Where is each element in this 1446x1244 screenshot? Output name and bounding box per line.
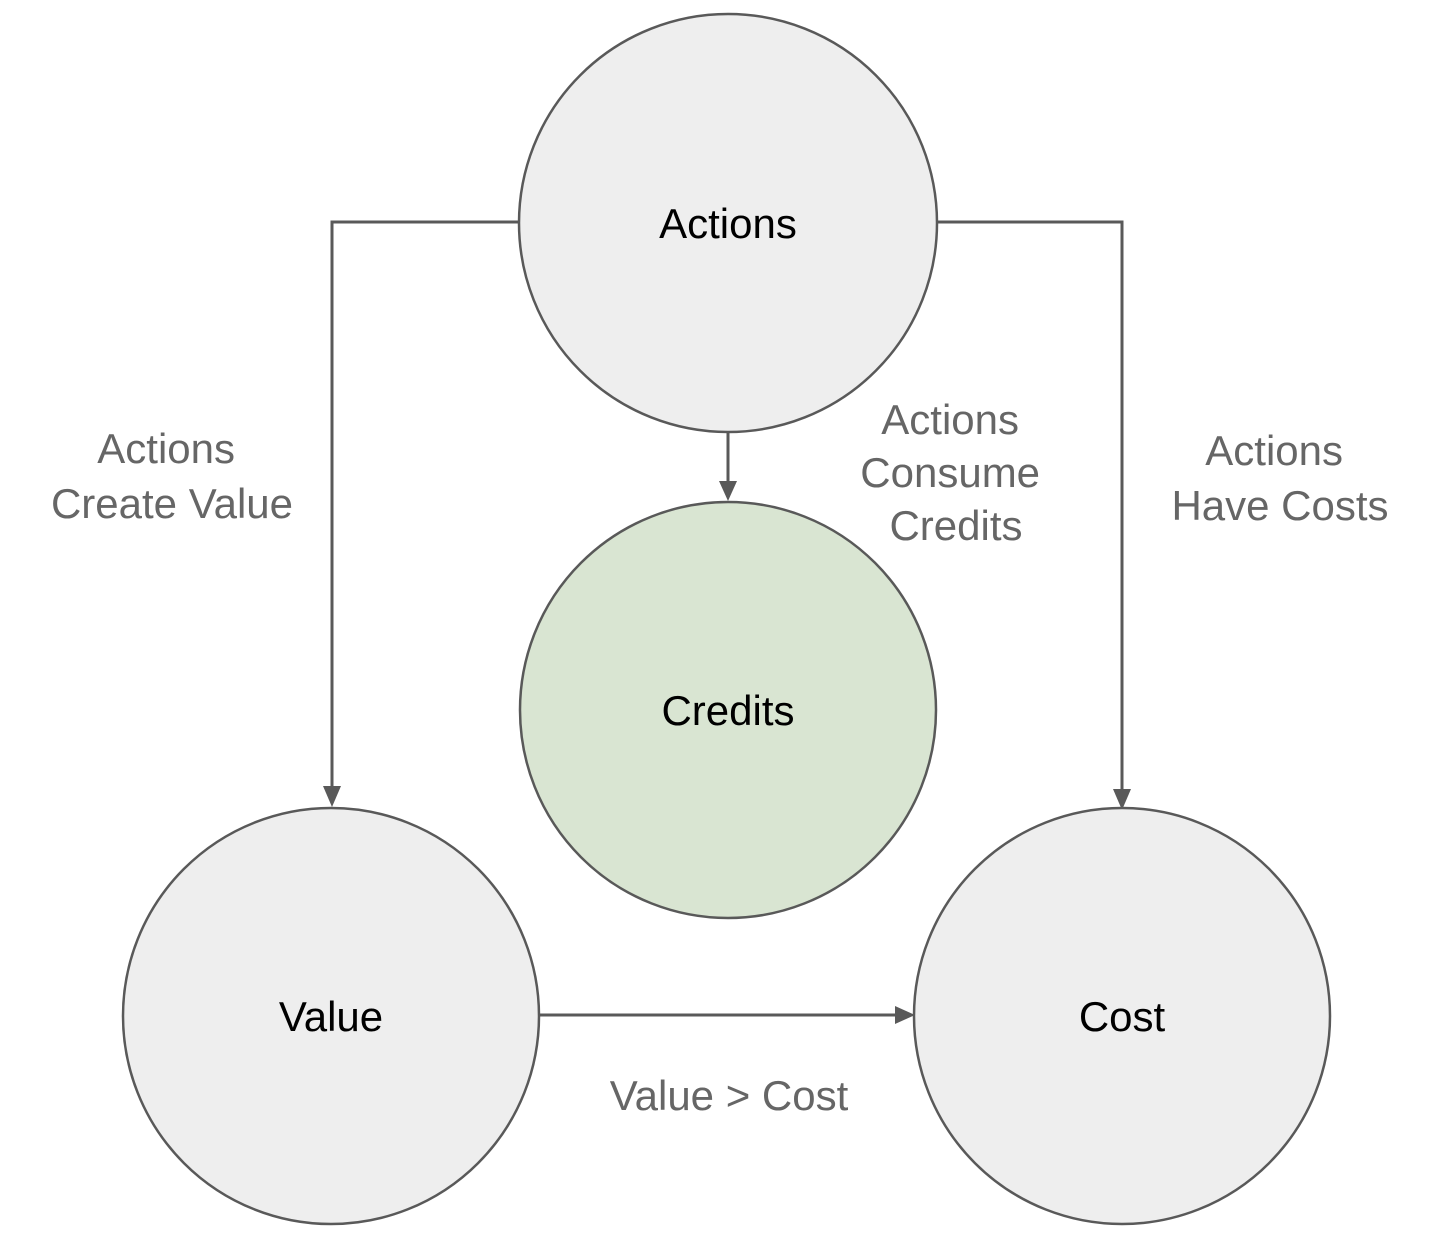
- arrowhead-down-icon: [1113, 789, 1131, 810]
- edge-label-actions-create-value: Actions Create Value: [51, 425, 293, 527]
- edge-value-to-cost: [539, 1006, 915, 1024]
- edge-actions-to-value: [323, 220, 519, 807]
- edge-label-line: Actions: [1205, 427, 1343, 474]
- edge-actions-to-cost-line: [937, 220, 1124, 790]
- edge-label-line: Actions: [97, 425, 235, 472]
- edge-actions-to-credits: [719, 433, 737, 501]
- edge-label-actions-consume-credits: Actions Consume Credits: [860, 396, 1051, 549]
- edge-actions-to-value-line: [330, 220, 519, 787]
- edge-label-actions-have-costs: Actions Have Costs: [1171, 427, 1388, 529]
- node-value: Value: [121, 806, 541, 1226]
- node-value-label: Value: [279, 993, 383, 1040]
- node-credits-label: Credits: [661, 687, 794, 734]
- edge-actions-to-cost: [937, 220, 1131, 810]
- node-cost-circle: [912, 806, 1332, 1226]
- node-actions-circle: [517, 12, 939, 434]
- edge-label-line: Actions: [881, 396, 1019, 443]
- node-cost: Cost: [912, 806, 1332, 1226]
- node-credits-circle: [518, 500, 938, 920]
- edge-label-line: Have Costs: [1171, 482, 1388, 529]
- edge-label-line: Consume: [860, 449, 1040, 496]
- node-value-circle: [121, 806, 541, 1226]
- node-actions: Actions: [517, 12, 939, 434]
- arrowhead-down-icon: [323, 786, 341, 807]
- edge-label-line: Value > Cost: [610, 1072, 849, 1119]
- arrowhead-right-icon: [895, 1006, 915, 1024]
- node-credits: Credits: [518, 500, 938, 920]
- arrowhead-down-icon: [719, 481, 737, 501]
- edge-label-value-gt-cost: Value > Cost: [610, 1072, 849, 1119]
- node-actions-label: Actions: [659, 200, 797, 247]
- edge-label-line: Credits: [889, 502, 1022, 549]
- edge-label-line: Create Value: [51, 480, 293, 527]
- node-cost-label: Cost: [1079, 993, 1166, 1040]
